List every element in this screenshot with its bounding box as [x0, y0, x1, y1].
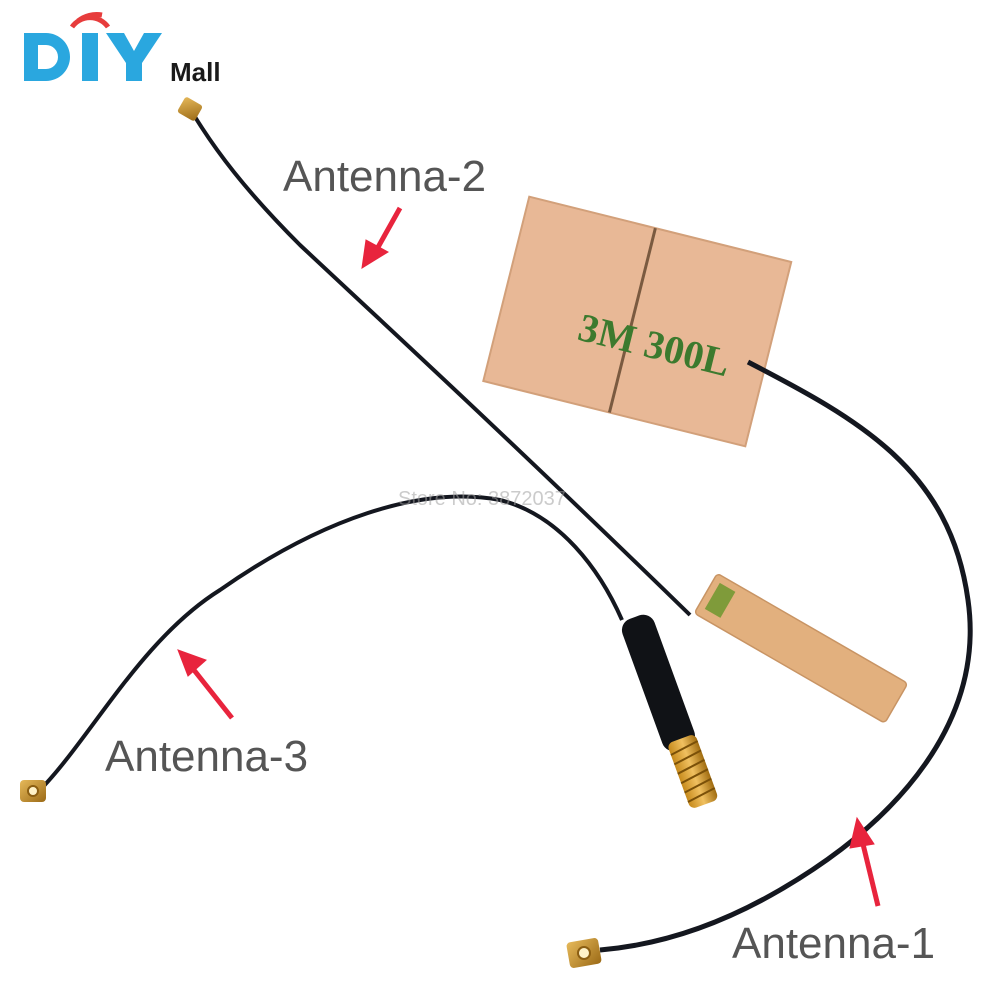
arrow-antenna-3-icon	[177, 649, 234, 720]
arrow-antenna-1-icon	[849, 816, 881, 907]
antenna-1-cable	[599, 359, 973, 953]
diymall-logo-mark	[24, 12, 162, 81]
logo-suffix: Mall	[170, 57, 221, 87]
antenna-2-connector	[177, 97, 203, 121]
antenna-1-patch: 3M 300L	[482, 195, 793, 448]
antenna-3-cable	[36, 494, 624, 794]
label-antenna-2: Antenna-2	[283, 152, 487, 201]
logo-letter-y	[106, 33, 162, 81]
label-antenna-1: Antenna-1	[732, 919, 936, 968]
logo-wifi-icon	[69, 15, 111, 29]
label-antenna-3: Antenna-3	[105, 732, 309, 781]
antenna-3-spring	[621, 614, 718, 808]
diymall-logo: Mall	[10, 5, 250, 87]
arrow-antenna-2-icon	[361, 206, 403, 269]
logo-letter-d	[24, 33, 70, 81]
antenna-2-pcb	[694, 574, 908, 723]
antenna-1-connector	[566, 938, 602, 968]
logo-letter-i	[82, 33, 98, 81]
antenna-3-connector	[20, 780, 46, 802]
store-watermark: Store No: 3872037	[398, 488, 566, 510]
antenna-2-cable	[190, 110, 692, 617]
